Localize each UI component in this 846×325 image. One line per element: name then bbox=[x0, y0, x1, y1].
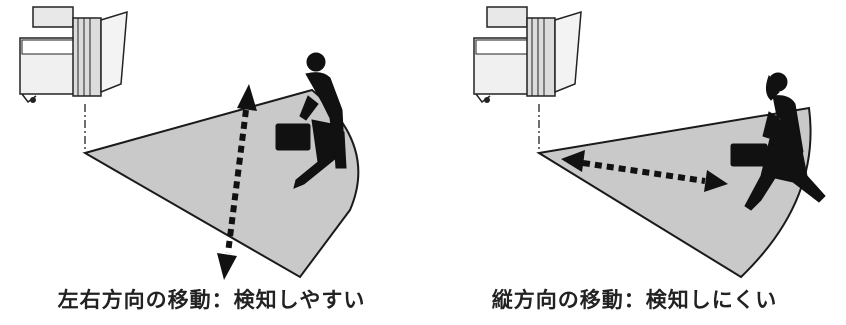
panel-lateral-motion: 左右方向の移動：検知しやすい bbox=[19, 6, 366, 312]
sensor-light-icon bbox=[473, 6, 582, 104]
panel-forward-motion: 縦方向の移動：検知しにくい bbox=[423, 0, 846, 325]
caption-lateral: 左右方向の移動：検知しやすい bbox=[57, 288, 366, 312]
forward-diagram bbox=[473, 6, 826, 279]
forward-motion-arrow bbox=[561, 150, 728, 192]
caption-forward: 縦方向の移動：検知しにくい bbox=[491, 288, 778, 312]
walking-woman-icon bbox=[730, 72, 826, 211]
walking-man-icon bbox=[275, 52, 347, 189]
lateral-motion-arrow bbox=[217, 84, 257, 280]
lateral-diagram bbox=[19, 6, 360, 280]
detection-zone bbox=[82, 88, 360, 279]
sensor-light-icon bbox=[19, 6, 128, 104]
